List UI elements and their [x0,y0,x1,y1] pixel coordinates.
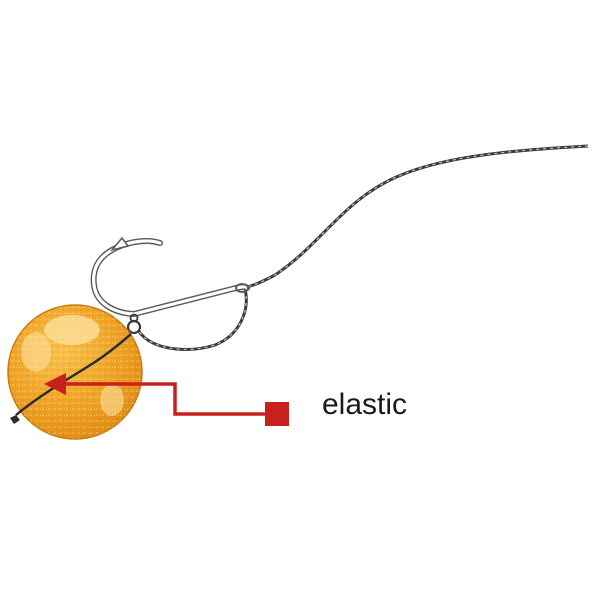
elastic-pointer-icon [44,373,289,426]
main-line [132,144,589,351]
elastic-label: elastic [322,388,408,421]
hook-icon [90,236,250,318]
bait-icon [7,304,143,440]
rig-ring-icon [126,319,142,335]
